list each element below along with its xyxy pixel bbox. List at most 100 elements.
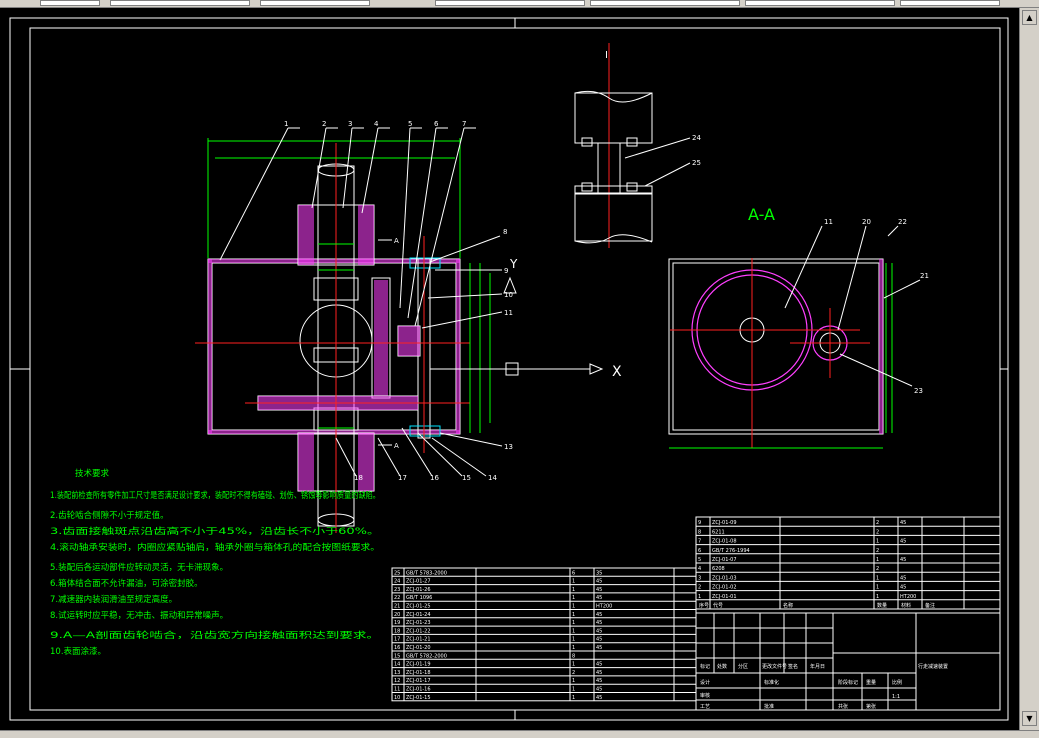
- bom-cell: 1: [876, 539, 879, 545]
- bom-cell: 45: [596, 687, 602, 693]
- bom-cell: 5: [698, 557, 701, 563]
- section-mark-top: A: [394, 237, 399, 245]
- toolbar-field-3[interactable]: [260, 0, 370, 6]
- tb-zone: 分区: [738, 663, 748, 670]
- toolbar-field-6[interactable]: [745, 0, 895, 6]
- bom-cell: 22: [394, 595, 400, 601]
- callout-20: 20: [862, 218, 871, 226]
- bom-cell: 23: [394, 587, 400, 593]
- bom-cell: ZCJ-01-16: [406, 687, 431, 693]
- bom-cell: ZCJ-01-17: [406, 678, 431, 684]
- bom-cell: 1: [572, 695, 575, 701]
- cad-toolbar-strip: [0, 0, 1039, 8]
- section-a-a-view: A-A 11 20 22 21 23: [668, 205, 929, 449]
- bom-cell: GB/T 276-1994: [712, 548, 750, 554]
- vertical-scrollbar[interactable]: ▲ ▼: [1019, 8, 1039, 730]
- tech-item-3: 3.齿面接触斑点沿齿高不小于45%，沿齿长不小于60%。: [50, 526, 380, 537]
- toolbar-field-5[interactable]: [590, 0, 740, 6]
- tb-stage: 阶段标记: [838, 679, 858, 686]
- axis-y-label: Y: [509, 257, 518, 271]
- bom-cell: 15: [394, 653, 400, 659]
- bom-cell: 19: [394, 620, 400, 626]
- tb-scale: 1:1: [892, 694, 900, 700]
- bom-cell: 2: [876, 548, 879, 554]
- scroll-down-icon[interactable]: ▼: [1022, 711, 1037, 726]
- tb-sign: 签名: [788, 663, 798, 670]
- callout-7: 7: [462, 120, 466, 128]
- bom-cell: 1: [572, 662, 575, 668]
- bom-cell: 45: [900, 520, 906, 526]
- bom-cell: 2: [876, 529, 879, 535]
- bom-cell: 1: [572, 628, 575, 634]
- bom-cell: ZCJ-01-15: [406, 695, 431, 701]
- bom-cell: 21: [394, 604, 400, 610]
- bom-cell: ZCJ-01-20: [406, 645, 431, 651]
- tech-item-7: 7.减速器内装润滑油至规定高度。: [50, 594, 177, 605]
- bom-cell: ZCJ-01-22: [406, 628, 431, 634]
- bom-cell: 8: [698, 529, 701, 535]
- bom-cell: 2: [698, 585, 701, 591]
- callout-17: 17: [398, 474, 407, 482]
- bom-cell: 14: [394, 662, 400, 668]
- bom-cell: ZCJ-01-25: [406, 604, 431, 610]
- callout-13: 13: [504, 443, 513, 451]
- bom-cell: 45: [596, 670, 602, 676]
- bom-cell: 24: [394, 579, 400, 585]
- toolbar-field-4[interactable]: [435, 0, 585, 6]
- callout-25: 25: [692, 159, 701, 167]
- bom-cell: GB/T 5783-2000: [406, 570, 447, 576]
- tech-item-10: 10.表面涂漆。: [50, 646, 106, 657]
- callout-23: 23: [914, 387, 923, 395]
- tb-weight: 重量: [866, 679, 876, 686]
- bom-cell: ZCJ-01-08: [712, 539, 737, 545]
- bom-cell: 2: [572, 670, 575, 676]
- main-section-view: A A 1 2 3 4 5 6: [195, 120, 622, 533]
- callout-24: 24: [692, 134, 701, 142]
- section-title: A-A: [748, 205, 775, 224]
- bom-cell: 20: [394, 612, 400, 618]
- drawing-canvas[interactable]: A A 1 2 3 4 5 6: [0, 8, 1019, 730]
- bom-cell: 11: [394, 687, 400, 693]
- bom-cell: ZCJ-01-21: [406, 637, 431, 643]
- callout-9: 9: [504, 267, 508, 275]
- bom-cell: 16: [394, 645, 400, 651]
- bom-cell: 1: [572, 595, 575, 601]
- callout-10: 10: [504, 291, 513, 299]
- tb-design: 设计: [700, 679, 710, 686]
- bom-cell: 45: [596, 637, 602, 643]
- bom-cell: 8: [572, 653, 575, 659]
- bom-cell: 1: [876, 594, 879, 600]
- axis-x-label: X: [612, 364, 622, 380]
- tb-review: 审核: [700, 692, 710, 699]
- bom-cell: 6211: [712, 529, 725, 535]
- tech-item-8: 8.试运转时应平稳，无冲击、振动和异常噪声。: [50, 610, 228, 621]
- toolbar-field-1[interactable]: [40, 0, 100, 6]
- tech-item-4: 4.滚动轴承安装时，内圈应紧贴轴肩，轴承外圈与箱体孔的配合按图纸要求。: [50, 542, 380, 553]
- bom-cell: ZCJ-01-09: [712, 520, 737, 526]
- bom-cell: 10: [394, 695, 400, 701]
- toolbar-field-7[interactable]: [900, 0, 1000, 6]
- bom-cell: 45: [900, 557, 906, 563]
- bom-header-cell: 代号: [713, 602, 723, 609]
- detail-view-I: I 24 25: [574, 43, 701, 248]
- callout-11-aa: 11: [824, 218, 833, 226]
- bom-cell: 45: [596, 587, 602, 593]
- tb-standard: 标准化: [764, 679, 779, 686]
- bom-cell: ZCJ-01-26: [406, 587, 431, 593]
- bom-cell: 12: [394, 678, 400, 684]
- scroll-up-icon[interactable]: ▲: [1022, 10, 1037, 25]
- tb-sheets: 共张: [838, 703, 848, 710]
- toolbar-field-2[interactable]: [110, 0, 250, 6]
- bom-cell: 45: [596, 645, 602, 651]
- bom-cell: 45: [900, 539, 906, 545]
- bom-cell: ZCJ-01-02: [712, 585, 737, 591]
- callout-1: 1: [284, 120, 288, 128]
- tech-item-5: 5.装配后各运动部件应转动灵活，无卡滞现象。: [50, 562, 228, 573]
- tech-item-9: 9.A—A剖面齿轮啮合，沿齿宽方向接触面积达到要求。: [50, 630, 380, 641]
- bom-cell: 1: [698, 594, 701, 600]
- tb-approve: 批准: [764, 703, 774, 710]
- tech-title: 技术要求: [75, 468, 110, 479]
- horizontal-scrollbar[interactable]: [0, 730, 1039, 738]
- callout-18: 18: [354, 474, 363, 482]
